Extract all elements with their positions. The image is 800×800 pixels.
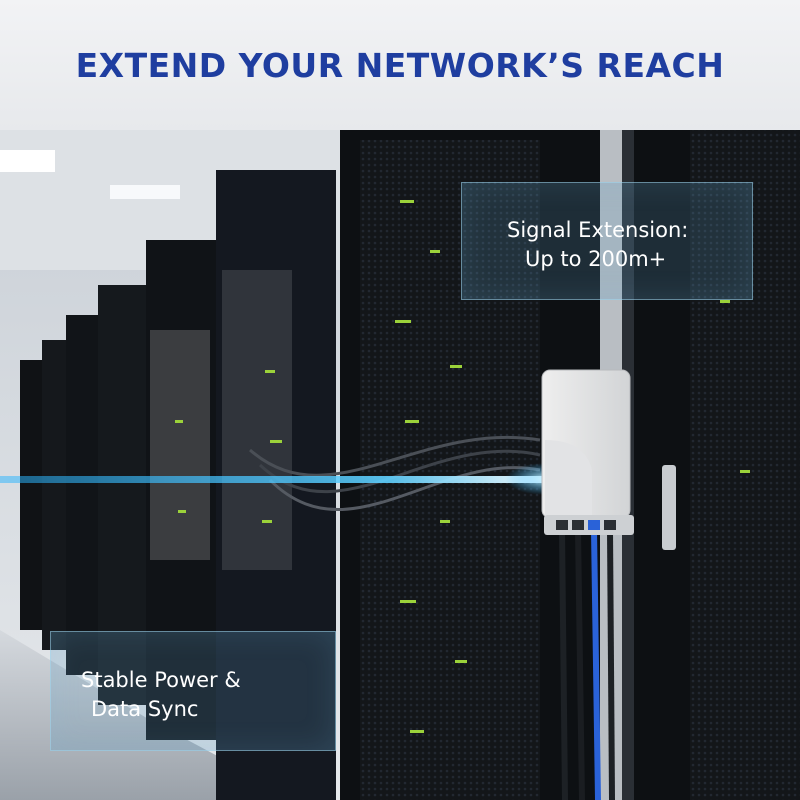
server-room-photo: [0, 130, 800, 800]
power-data-label-line1: Stable Power &: [81, 668, 241, 692]
server-rack: [146, 240, 216, 740]
rack-mesh-door: [690, 130, 800, 800]
ethernet-port: [556, 520, 568, 530]
ethernet-port: [588, 520, 600, 530]
ceiling-light-1: [0, 150, 55, 172]
signal-light-beam: [0, 476, 555, 483]
glass-door-reflection: [222, 270, 292, 570]
server-rack: [66, 315, 98, 675]
network-extender-device: [541, 369, 634, 535]
server-status-leds: [175, 200, 750, 733]
ethernet-port: [572, 520, 584, 530]
signal-extension-callout: Signal Extension: Up to 200m+: [461, 182, 753, 300]
server-rack: [98, 285, 146, 705]
glass-door-reflection: [150, 330, 210, 560]
signal-extension-value: Up to 200m+: [525, 247, 667, 271]
banner-title: EXTEND YOUR NETWORK’S REACH: [75, 45, 725, 85]
signal-extension-label: Signal Extension:: [507, 218, 689, 242]
floor: [0, 630, 300, 800]
ceiling-light-2: [110, 185, 180, 199]
power-data-callout: Stable Power & Data Sync: [50, 631, 336, 751]
rack-mesh-door: [360, 140, 540, 800]
network-cables: [249, 435, 615, 800]
power-data-label-line2: Data Sync: [91, 697, 199, 721]
title-banner: EXTEND YOUR NETWORK’S REACH: [0, 0, 800, 130]
server-rack: [20, 360, 42, 630]
ethernet-port: [604, 520, 616, 530]
server-rack-row: [20, 170, 336, 800]
server-rack: [42, 340, 66, 650]
rack-door-handle: [662, 465, 676, 550]
